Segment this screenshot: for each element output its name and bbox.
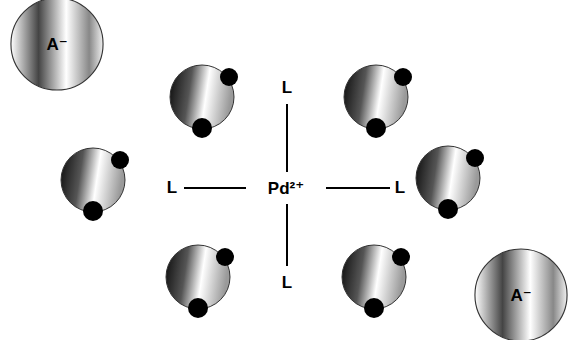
- anion-sphere: A⁻: [10, 0, 104, 91]
- ligand-label: L: [167, 178, 177, 198]
- bond-lines: [184, 104, 390, 266]
- anion-sphere: A⁻: [474, 248, 568, 340]
- ligand-label: L: [282, 273, 292, 293]
- water-molecules: [61, 65, 484, 318]
- metal-ion-label: Pd²⁺: [268, 178, 304, 199]
- ligand-label: L: [395, 178, 405, 198]
- ligand-label: L: [282, 78, 292, 98]
- anion-label: A⁻: [510, 285, 531, 306]
- anion-label: A⁻: [46, 34, 67, 55]
